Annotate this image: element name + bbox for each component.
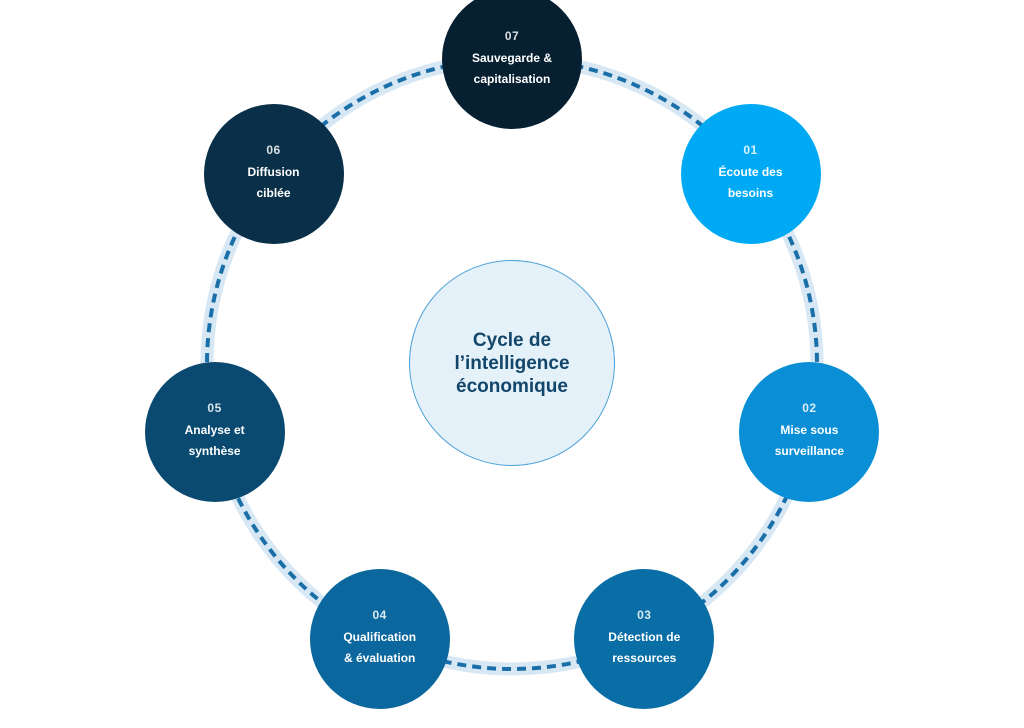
step-02-mise-sous-surveillance[interactable]: 02 Mise sous surveillance	[739, 361, 880, 502]
center-title: Cycle de l’intelligence économique	[454, 329, 570, 397]
step-number: 03	[637, 608, 652, 623]
step-07-sauvegarde-capitalisation[interactable]: 07 Sauvegarde & capitalisation	[442, 0, 582, 129]
step-number: 07	[504, 28, 520, 43]
center-hub: Cycle de l’intelligence économique	[409, 260, 615, 466]
step-number: 06	[266, 143, 281, 158]
step-label: Analyse et synthèse	[184, 423, 245, 459]
step-06-diffusion-ciblee[interactable]: 06 Diffusion ciblée	[203, 103, 344, 244]
step-04-qualification-evaluation[interactable]: 04 Qualification & évaluation	[309, 568, 450, 709]
step-01-ecoute-des-besoins[interactable]: 01 Écoute des besoins	[680, 103, 821, 244]
step-number: 01	[743, 143, 758, 158]
step-number: 04	[372, 608, 387, 623]
step-label: Détection de ressources	[608, 630, 681, 666]
step-05-analyse-et-synthese[interactable]: 05 Analyse et synthèse	[144, 361, 285, 502]
step-label: Mise sous surveillance	[774, 423, 845, 459]
step-label: Écoute des besoins	[718, 165, 783, 201]
step-label: Qualification & évaluation	[343, 630, 417, 666]
step-03-detection-de-ressources[interactable]: 03 Détection de ressources	[574, 568, 715, 709]
step-number: 02	[802, 401, 817, 416]
step-number: 05	[207, 401, 222, 416]
step-label: Sauvegarde & capitalisation	[471, 50, 553, 86]
step-label: Diffusion ciblée	[247, 165, 300, 201]
